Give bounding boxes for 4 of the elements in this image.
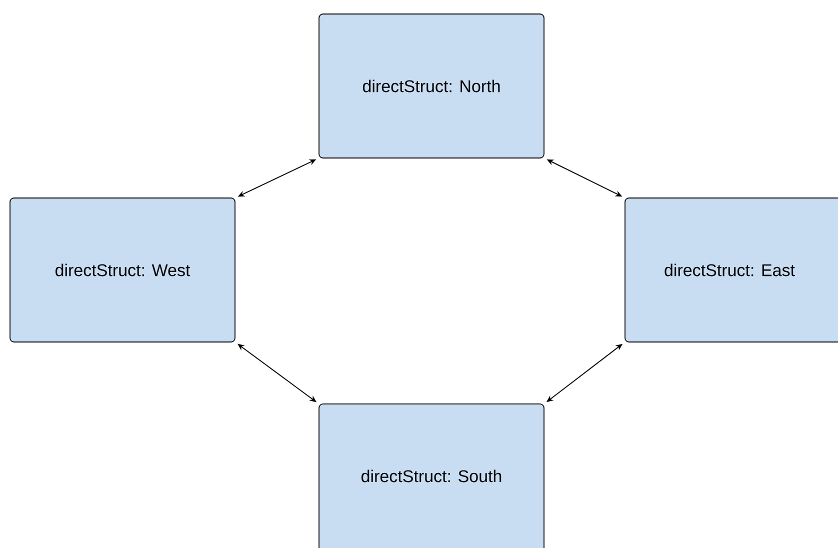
process-box: directStruct: South (318, 404, 544, 548)
process-box: directStruct: East (624, 198, 838, 342)
process-box: directStruct: North (318, 14, 544, 158)
process-box: directStruct: West (10, 198, 236, 342)
